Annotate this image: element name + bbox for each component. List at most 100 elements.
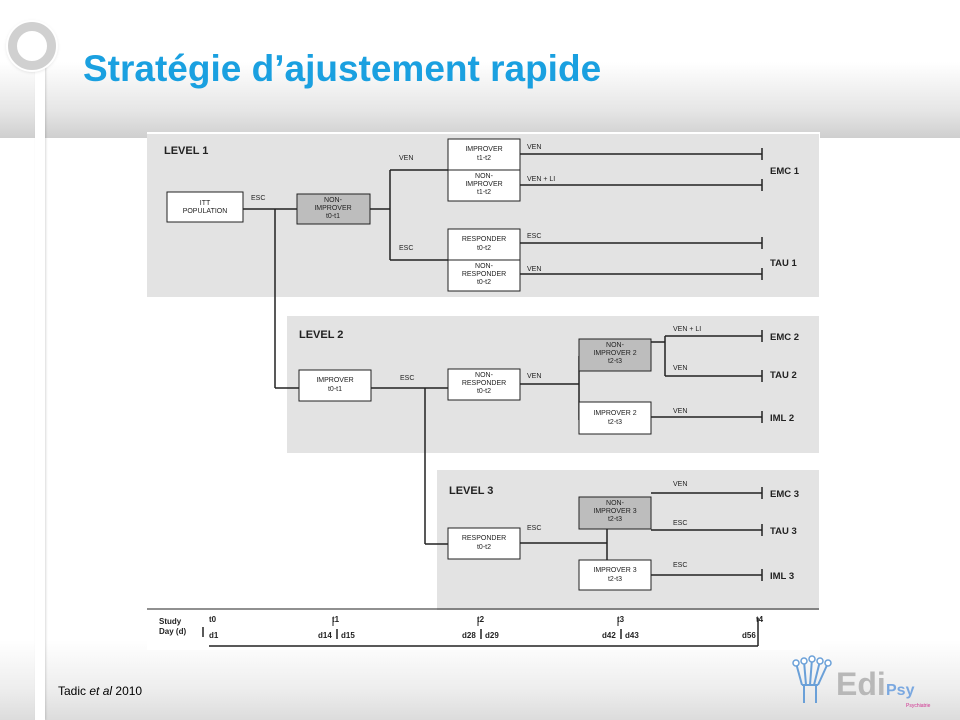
box-non-improver-t0-t1: NON- IMPROVER t0-t1 bbox=[296, 193, 371, 225]
box-responder-t0-t2: RESPONDER t0-t2 bbox=[447, 228, 521, 261]
box-improver-t1-t2: IMPROVER t1-t2 bbox=[447, 138, 521, 171]
citation: Tadic et al 2010 bbox=[58, 684, 143, 698]
label-esc-l1: ESC bbox=[251, 195, 265, 202]
svg-text:IMPROVER: IMPROVER bbox=[316, 377, 353, 384]
svg-text:POPULATION: POPULATION bbox=[183, 208, 228, 215]
arm-ven-l3: VEN bbox=[673, 481, 687, 488]
svg-text:RESPONDER: RESPONDER bbox=[462, 271, 506, 278]
svg-text:d56: d56 bbox=[742, 631, 756, 640]
svg-text:NON-: NON- bbox=[606, 342, 625, 349]
svg-text:IMPROVER: IMPROVER bbox=[465, 181, 502, 188]
svg-text:RESPONDER: RESPONDER bbox=[462, 535, 506, 542]
svg-text:t0-t1: t0-t1 bbox=[326, 213, 340, 220]
level3-title: LEVEL 3 bbox=[449, 485, 493, 497]
outcome-emc1: EMC 1 bbox=[770, 166, 800, 177]
label-ven-l1: VEN bbox=[399, 155, 413, 162]
svg-text:NON-: NON- bbox=[475, 173, 494, 180]
svg-text:RESPONDER: RESPONDER bbox=[462, 380, 506, 387]
svg-text:t2-t3: t2-t3 bbox=[608, 419, 622, 426]
edipsy-logo: Edi Psy Psychiatrie bbox=[790, 655, 950, 713]
svg-text:t0-t1: t0-t1 bbox=[328, 386, 342, 393]
logo-tagline: Psychiatrie bbox=[906, 703, 931, 709]
outcome-tau3: TAU 3 bbox=[770, 526, 797, 537]
box-improver2: IMPROVER 2 t2-t3 bbox=[578, 401, 652, 435]
svg-text:d15: d15 bbox=[341, 631, 355, 640]
logo-word-edi: Edi bbox=[836, 666, 886, 702]
svg-text:Study: Study bbox=[159, 617, 182, 626]
svg-text:t3: t3 bbox=[617, 615, 625, 624]
slide-title: Stratégie d’ajustement rapide bbox=[83, 48, 602, 89]
svg-text:NON-: NON- bbox=[475, 372, 494, 379]
logo-word-psy: Psy bbox=[886, 682, 915, 699]
header-band bbox=[0, 0, 960, 138]
svg-text:t0-t2: t0-t2 bbox=[477, 388, 491, 395]
arm-ven-l2: VEN bbox=[673, 365, 687, 372]
outcome-emc2: EMC 2 bbox=[770, 332, 799, 343]
svg-text:t0-t2: t0-t2 bbox=[477, 279, 491, 286]
outcome-tau2: TAU 2 bbox=[770, 370, 797, 381]
svg-text:IMPROVER 3: IMPROVER 3 bbox=[593, 508, 636, 515]
box-non-responder-l2: NON- RESPONDER t0-t2 bbox=[447, 368, 521, 401]
edipsy-logo-icon: Edi Psy Psychiatrie bbox=[792, 655, 931, 709]
arm-esc2-l3: ESC bbox=[673, 562, 687, 569]
box-non-responder-t0-t2: NON- RESPONDER t0-t2 bbox=[447, 259, 521, 292]
svg-text:IMPROVER: IMPROVER bbox=[314, 205, 351, 212]
box-responder-l3: RESPONDER t0-t2 bbox=[447, 527, 521, 560]
svg-text:t1: t1 bbox=[332, 615, 340, 624]
svg-text:t0: t0 bbox=[209, 615, 217, 624]
svg-text:ITT: ITT bbox=[200, 200, 211, 207]
box-itt-population: ITT POPULATION bbox=[166, 191, 244, 223]
box-improver-t0-t1: IMPROVER t0-t1 bbox=[298, 369, 372, 402]
svg-text:t0-t2: t0-t2 bbox=[477, 245, 491, 252]
box-non-improver2: NON- IMPROVER 2 t2-t3 bbox=[578, 338, 652, 372]
box-non-improver3: NON- IMPROVER 3 t2-t3 bbox=[578, 496, 652, 530]
svg-text:IMPROVER 2: IMPROVER 2 bbox=[593, 350, 636, 357]
svg-text:IMPROVER 3: IMPROVER 3 bbox=[593, 567, 636, 574]
arm-ven2-l2: VEN bbox=[673, 408, 687, 415]
arm-esc-l1: ESC bbox=[527, 233, 541, 240]
svg-text:t4: t4 bbox=[756, 615, 764, 624]
label-ven-l2: VEN bbox=[527, 373, 541, 380]
svg-text:d43: d43 bbox=[625, 631, 639, 640]
arm-venli-l1: VEN + LI bbox=[527, 176, 555, 183]
svg-text:NON-: NON- bbox=[475, 263, 494, 270]
label-esc-l2: ESC bbox=[400, 375, 414, 382]
outcome-iml2: IML 2 bbox=[770, 413, 794, 424]
flowchart-svg: LEVEL 1 LEVEL 2 LEVEL 3 bbox=[147, 134, 819, 647]
box-non-improver-t1-t2: NON- IMPROVER t1-t2 bbox=[447, 169, 521, 202]
label-esc-l3: ESC bbox=[527, 525, 541, 532]
svg-text:d29: d29 bbox=[485, 631, 499, 640]
svg-text:t0-t2: t0-t2 bbox=[477, 544, 491, 551]
svg-text:t2-t3: t2-t3 bbox=[608, 576, 622, 583]
outcome-tau1: TAU 1 bbox=[770, 258, 797, 269]
svg-text:NON-: NON- bbox=[606, 500, 625, 507]
label-esc2-l1: ESC bbox=[399, 245, 413, 252]
arm-venli-l2: VEN + LI bbox=[673, 326, 701, 333]
svg-text:t2: t2 bbox=[477, 615, 485, 624]
box-improver3: IMPROVER 3 t2-t3 bbox=[578, 559, 652, 591]
svg-text:t1-t2: t1-t2 bbox=[477, 155, 491, 162]
outcome-emc3: EMC 3 bbox=[770, 489, 799, 500]
svg-text:t2-t3: t2-t3 bbox=[608, 516, 622, 523]
arm-ven-l1: VEN bbox=[527, 144, 541, 151]
svg-text:IMPROVER: IMPROVER bbox=[465, 146, 502, 153]
svg-text:t1-t2: t1-t2 bbox=[477, 189, 491, 196]
svg-text:t2-t3: t2-t3 bbox=[608, 358, 622, 365]
svg-text:NON-: NON- bbox=[324, 197, 343, 204]
decorative-vertical-bar bbox=[35, 60, 45, 720]
arm-ven2-l1: VEN bbox=[527, 266, 541, 273]
arm-esc-l3: ESC bbox=[673, 520, 687, 527]
timeline: Study Day (d) t0 t1 t2 t3 t4 d1 d14 d15 … bbox=[147, 608, 819, 647]
level2-title: LEVEL 2 bbox=[299, 329, 343, 341]
svg-text:d14: d14 bbox=[318, 631, 332, 640]
svg-text:d42: d42 bbox=[602, 631, 616, 640]
level1-connectors bbox=[243, 148, 763, 388]
level1-title: LEVEL 1 bbox=[164, 145, 208, 157]
outcome-iml3: IML 3 bbox=[770, 571, 794, 582]
flowchart-figure: LEVEL 1 LEVEL 2 LEVEL 3 bbox=[147, 132, 820, 650]
svg-text:d1: d1 bbox=[209, 631, 219, 640]
svg-text:RESPONDER: RESPONDER bbox=[462, 236, 506, 243]
svg-text:d28: d28 bbox=[462, 631, 476, 640]
svg-text:Day (d): Day (d) bbox=[159, 627, 186, 636]
svg-text:IMPROVER 2: IMPROVER 2 bbox=[593, 410, 636, 417]
